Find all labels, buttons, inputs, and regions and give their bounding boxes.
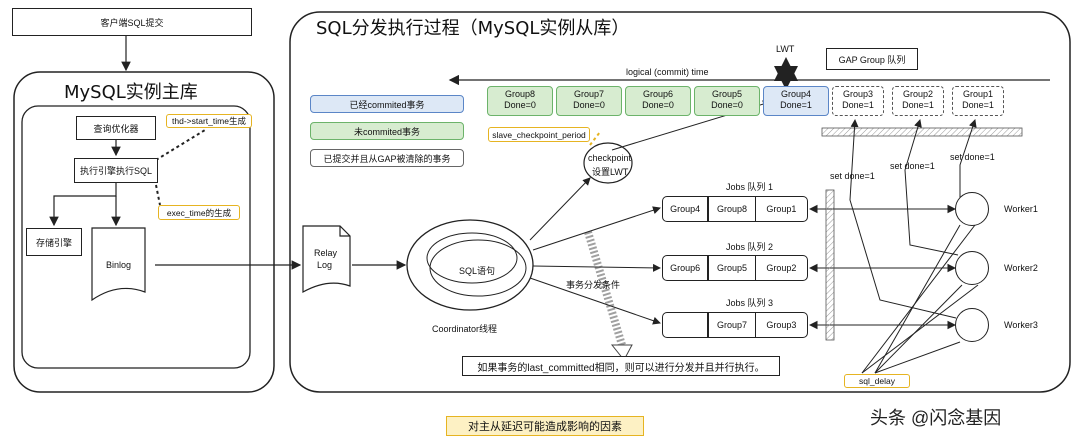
timeline-group-name: Group2 (902, 89, 934, 99)
worker-label-2: Worker2 (1004, 263, 1038, 273)
lwt-label: LWT (776, 44, 795, 54)
storage-engine-label: 存储引擎 (35, 237, 72, 248)
relay-label-line2: Log (317, 260, 333, 270)
watermark-text: 头条 @闪念基因 (870, 408, 1002, 428)
timeline-group-done: Done=1 (902, 100, 934, 110)
jobs-queue-title-2: Jobs 队列 2 (726, 242, 774, 252)
timeline-group-done: Done=1 (842, 100, 874, 110)
jobs-queue-title-3: Jobs 队列 3 (726, 298, 774, 308)
slave-title: SQL分发执行过程（MySQL实例从库） (316, 18, 630, 39)
timeline-group-name: Group7 (573, 89, 605, 99)
relay-label-line1: Relay (314, 248, 338, 258)
coordinator-label: Coordinator线程 (432, 324, 498, 334)
timeline-group-name: Group8 (504, 89, 536, 99)
timeline-group-name: Group1 (962, 89, 994, 99)
master-inner-frame (21, 105, 251, 369)
timeline-group-done: Done=1 (780, 100, 812, 110)
worker-circle-1 (955, 192, 989, 226)
set-done-label-1: set done=1 (830, 171, 875, 181)
timeline-group-done: Done=0 (504, 100, 536, 110)
legend-committed-text: 已经commited事务 (349, 99, 425, 110)
worker-circle-2 (955, 251, 989, 285)
jobs-queue-cell: Group1 (766, 204, 797, 214)
binlog-label: Binlog (106, 260, 132, 270)
jobs-queue-cell (663, 313, 709, 337)
jobs-queue-cell: Group2 (766, 263, 797, 273)
legend-uncommitted: 未commited事务 (310, 122, 464, 140)
logical-time-label: logical (commit) time (626, 67, 709, 77)
binlog-shape (91, 227, 146, 302)
exec-time-note: exec_time的生成 (158, 205, 240, 220)
slave-frame (289, 11, 1071, 393)
parallel-note-box: 如果事务的last_committed相同，则可以进行分发并且并行执行。 (462, 356, 780, 376)
start-time-note-text: thd->start_time生成 (172, 116, 246, 126)
legend-gap-cleared-text: 已提交并且从GAP被清除的事务 (323, 153, 451, 164)
gap-queue-label: GAP Group 队列 (838, 54, 906, 65)
timeline-group-done: Done=0 (642, 100, 674, 110)
storage-engine-box: 存储引擎 (26, 228, 82, 256)
client-sql-box: 客户端SQL提交 (12, 8, 252, 36)
timeline-group-done: Done=1 (962, 100, 994, 110)
sql-delay-text: sql_delay (859, 376, 895, 386)
optimizer-box: 查询优化器 (76, 116, 156, 140)
jobs-queue-cell: Group7 (708, 313, 756, 337)
gap-queue-box: GAP Group 队列 (826, 48, 918, 70)
sql-delay-note: sql_delay (844, 374, 910, 388)
relay-log-shape (302, 225, 351, 294)
optimizer-label: 查询优化器 (93, 123, 139, 134)
jobs-queue-cell: Group3 (766, 320, 797, 330)
start-time-note: thd->start_time生成 (166, 114, 252, 128)
legend-uncommitted-text: 未commited事务 (353, 126, 420, 137)
set-done-label-3: set done=1 (950, 152, 995, 162)
client-sql-label: 客户端SQL提交 (100, 17, 164, 28)
jobs-queue-cell: Group6 (663, 256, 709, 280)
worker-label-3: Worker3 (1004, 320, 1038, 330)
sql-statement-label: SQL语句 (459, 266, 496, 276)
legend-committed: 已经commited事务 (310, 95, 464, 113)
worker-circle-3 (955, 308, 989, 342)
checkpoint-label: checkpoint (588, 153, 632, 163)
master-title: MySQL实例主库 (64, 82, 198, 103)
worker-label-1: Worker1 (1004, 204, 1038, 214)
timeline-group-name: Group3 (842, 89, 874, 99)
dispatch-condition-label: 事务分发条件 (566, 280, 621, 290)
jobs-queue-cell: Group8 (708, 197, 756, 221)
executor-label: 执行引擎执行SQL (79, 166, 152, 176)
set-done-label-2: set done=1 (890, 161, 935, 171)
timeline-group-done: Done=0 (573, 100, 605, 110)
set-lwt-label: 设置LWT (592, 167, 629, 177)
master-frame (13, 71, 275, 393)
jobs-queue-cell: Group5 (708, 256, 756, 280)
timeline-group-name: Group6 (642, 89, 674, 99)
jobs-queue-cell: Group4 (663, 197, 709, 221)
exec-time-note-text: exec_time的生成 (166, 207, 232, 218)
executor-box: 执行引擎执行SQL (74, 158, 158, 183)
timeline-group-name: Group4 (780, 89, 812, 99)
timeline-group-name: Group5 (711, 89, 743, 99)
checkpoint-period-note-text: slave_checkpoint_period (492, 129, 586, 140)
legend-gap-cleared: 已提交并且从GAP被清除的事务 (310, 149, 464, 167)
caption-text: 对主从延迟可能造成影响的因素 (468, 421, 622, 433)
timeline-group-done: Done=0 (711, 100, 743, 110)
caption-box: 对主从延迟可能造成影响的因素 (446, 416, 644, 436)
checkpoint-period-note: slave_checkpoint_period (488, 127, 590, 142)
parallel-note-text: 如果事务的last_committed相同，则可以进行分发并且并行执行。 (477, 362, 765, 374)
jobs-queue-3: Group7 Group3 (662, 312, 808, 338)
jobs-queue-title-1: Jobs 队列 1 (726, 182, 774, 192)
